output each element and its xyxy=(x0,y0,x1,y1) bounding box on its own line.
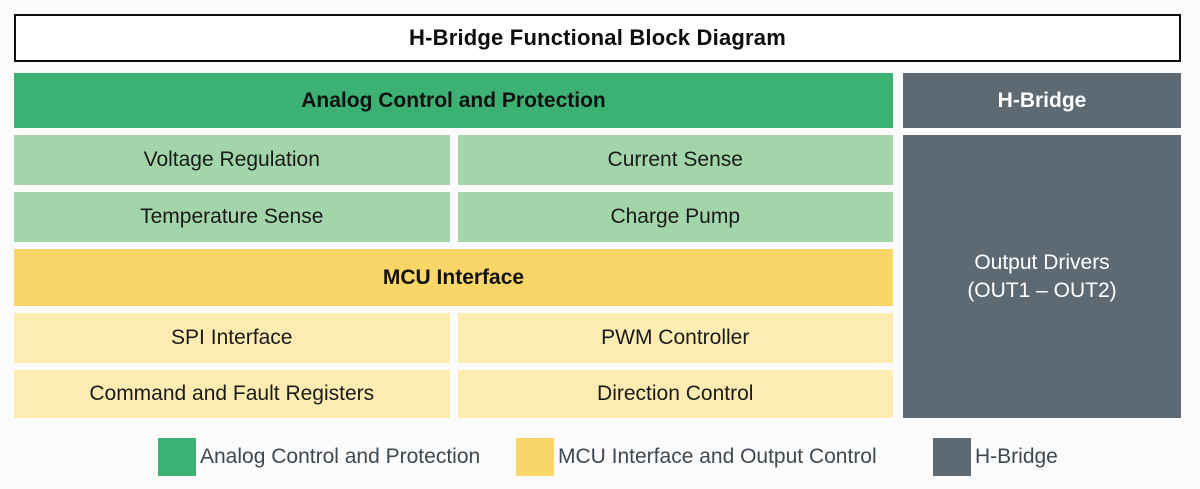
block-temperature-sense: Temperature Sense xyxy=(14,192,450,242)
mcu-interface-header: MCU Interface xyxy=(14,249,893,306)
output-drivers-line2: (OUT1 – OUT2) xyxy=(967,278,1117,302)
analog-control-protection-header: Analog Control and Protection xyxy=(14,73,893,128)
hbridge-header: H-Bridge xyxy=(903,73,1181,128)
mcu-row-1: SPI Interface PWM Controller xyxy=(14,313,893,363)
analog-row-2: Temperature Sense Charge Pump xyxy=(14,192,893,242)
legend-label-mcu: MCU Interface and Output Control xyxy=(558,445,877,468)
block-command-fault-registers: Command and Fault Registers xyxy=(14,370,450,418)
analog-row-1: Voltage Regulation Current Sense xyxy=(14,135,893,185)
block-charge-pump: Charge Pump xyxy=(457,192,893,242)
block-pwm-controller: PWM Controller xyxy=(457,313,893,363)
mcu-row-2: Command and Fault Registers Direction Co… xyxy=(14,370,893,418)
diagram-title: H-Bridge Functional Block Diagram xyxy=(14,14,1181,62)
legend-item-hbridge: H-Bridge xyxy=(933,437,1058,477)
legend-item-analog: Analog Control and Protection xyxy=(158,437,480,477)
legend: Analog Control and Protection MCU Interf… xyxy=(0,437,1200,477)
block-voltage-regulation: Voltage Regulation xyxy=(14,135,450,185)
block-current-sense: Current Sense xyxy=(457,135,893,185)
legend-swatch-gray xyxy=(933,438,971,476)
legend-swatch-yellow xyxy=(516,438,554,476)
legend-label-analog: Analog Control and Protection xyxy=(200,445,481,468)
legend-item-mcu: MCU Interface and Output Control xyxy=(516,437,877,477)
legend-swatch-green xyxy=(158,438,196,476)
output-drivers-line1: Output Drivers xyxy=(974,251,1110,275)
block-spi-interface: SPI Interface xyxy=(14,313,450,363)
block-output-drivers: Output Drivers (OUT1 – OUT2) xyxy=(903,135,1181,418)
block-direction-control: Direction Control xyxy=(457,370,893,418)
legend-label-hbridge: H-Bridge xyxy=(975,445,1058,468)
